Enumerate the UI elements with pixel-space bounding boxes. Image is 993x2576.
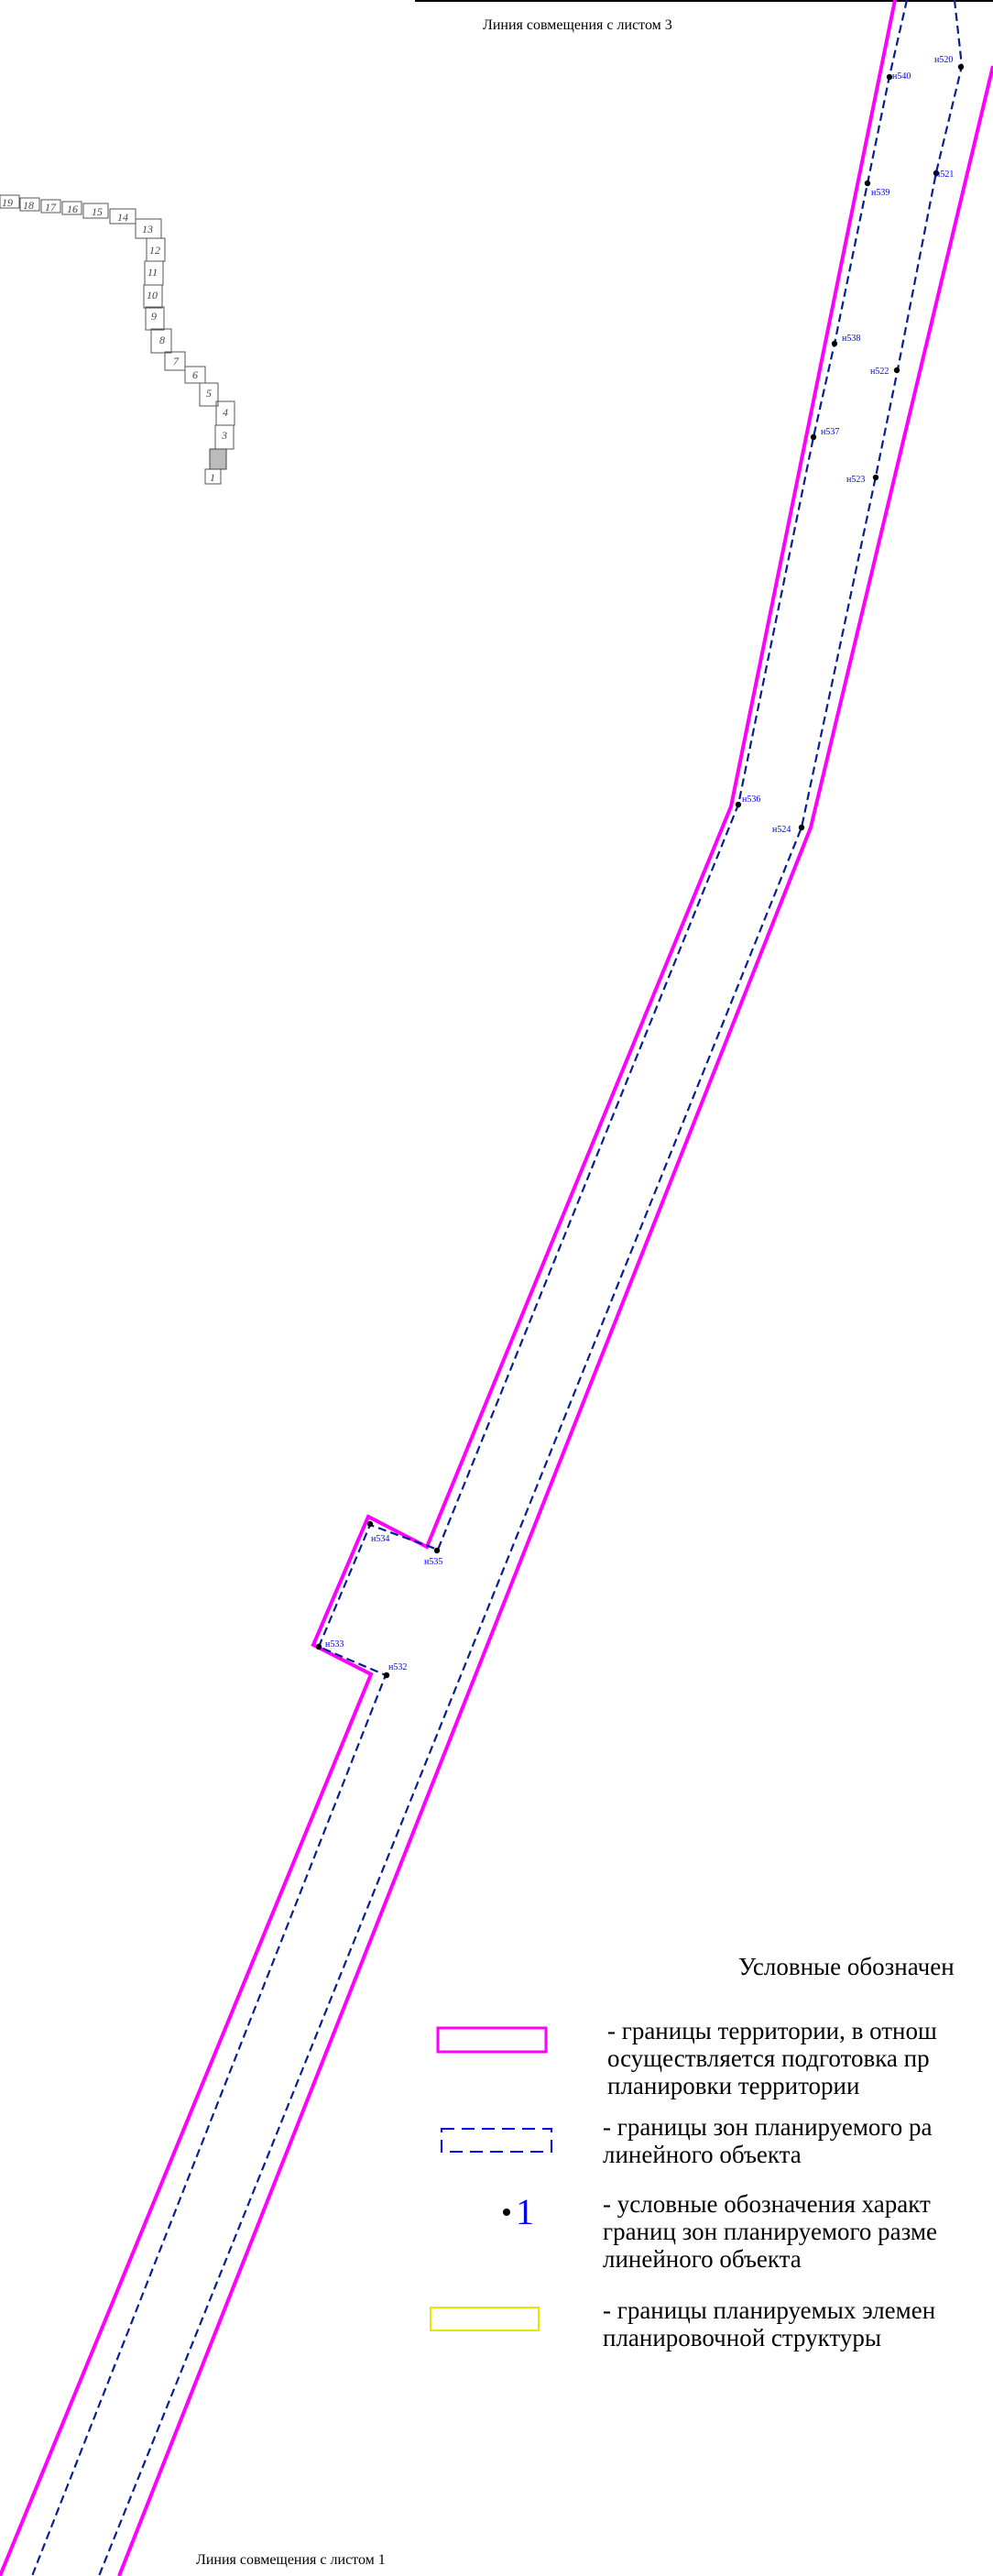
boundary-point-label: н533 xyxy=(325,1639,344,1650)
land-lot-number: 10 xyxy=(147,289,158,301)
land-lot-number: 9 xyxy=(151,310,157,323)
boundary-point-label: н523 xyxy=(846,475,865,485)
land-lot-number: 13 xyxy=(142,223,153,236)
boundary-point-label: н521 xyxy=(935,170,954,180)
land-lot-number: 4 xyxy=(223,406,228,419)
boundary-point-label: н538 xyxy=(842,334,860,344)
boundary-point-marker xyxy=(886,73,893,81)
land-lot-number: 3 xyxy=(221,429,227,442)
legend-zone-symbol xyxy=(441,2128,552,2153)
land-lot-number: 14 xyxy=(117,211,128,224)
land-lot xyxy=(19,197,40,212)
land-lot xyxy=(150,328,172,354)
boundary-point-label: н540 xyxy=(892,71,911,82)
legend-point-symbol xyxy=(503,2209,510,2216)
land-lot-number: 16 xyxy=(67,203,78,215)
land-lot xyxy=(143,284,163,309)
legend-structure-symbol xyxy=(430,2307,540,2331)
boundary-point-marker xyxy=(366,1520,374,1528)
boundary-point-marker xyxy=(810,433,817,441)
legend-territory-symbol xyxy=(436,2026,548,2054)
hatched-parcel xyxy=(209,448,227,470)
legend-point-number: 1 xyxy=(516,2191,534,2232)
boundary-point-marker xyxy=(383,1672,390,1679)
land-lot xyxy=(0,194,20,209)
land-lot-number: 12 xyxy=(149,244,160,257)
boundary-point-label: н522 xyxy=(870,367,889,377)
boundary-point-marker xyxy=(933,170,940,177)
boundary-point-marker xyxy=(315,1643,322,1650)
boundary-point-label: н535 xyxy=(424,1557,442,1567)
boundary-point-marker xyxy=(433,1547,441,1554)
boundary-points: н520 н521 н522 н523 н524 н532 н533 н534 н535 н536… xyxy=(315,55,965,1679)
boundary-point-marker xyxy=(872,474,879,481)
legend-territory-text: - границы территории, в отнош осуществля… xyxy=(607,2017,944,2099)
boundary-point-marker xyxy=(864,180,871,187)
land-lot-number: 17 xyxy=(45,201,57,214)
boundary-point-marker xyxy=(798,824,805,831)
land-lot-number: 11 xyxy=(147,266,158,279)
land-lot-number: 19 xyxy=(2,196,13,209)
legend-title: Условные обозначен xyxy=(738,1953,955,1980)
boundary-point-label: н536 xyxy=(742,795,760,805)
boundary-point-label: н524 xyxy=(772,825,791,835)
boundary-point-marker xyxy=(893,367,900,374)
land-lot-number: 18 xyxy=(23,199,34,212)
land-lot xyxy=(61,201,82,215)
land-lot-number: 15 xyxy=(92,205,103,218)
land-lot xyxy=(199,382,219,407)
land-lot-number: 5 xyxy=(206,387,212,400)
legend-structure-text: - границы планируемых элемен планировочн… xyxy=(603,2296,942,2351)
land-lot xyxy=(145,306,165,331)
sheet-label-top: Линия совмещения с листом 3 xyxy=(483,17,672,33)
boundary-point-label: н534 xyxy=(371,1534,389,1544)
land-lot xyxy=(109,208,136,225)
land-lot-number: 6 xyxy=(192,368,198,381)
land-lot-number: 7 xyxy=(173,355,180,367)
boundary-point-marker xyxy=(735,801,742,808)
land-lot xyxy=(82,203,109,219)
land-lot xyxy=(40,199,61,214)
land-lot-number: 1 xyxy=(210,471,215,484)
boundary-point-marker xyxy=(831,340,838,347)
boundary-point-marker xyxy=(957,63,965,71)
sheet-label-bottom: Линия совмещения с листом 1 xyxy=(196,2552,386,2568)
boundary-point-label: н537 xyxy=(821,427,839,437)
land-lot xyxy=(164,351,186,371)
land-lot xyxy=(184,366,206,384)
boundary-point-label: н520 xyxy=(934,55,953,65)
boundary-point-label: н539 xyxy=(871,188,889,198)
legend: Условные обозначен - границы территории,… xyxy=(430,1953,955,2351)
boundary-point-label: н532 xyxy=(388,1662,407,1672)
legend-zone-text: - границы зон планируемого ра линейного … xyxy=(603,2113,938,2168)
legend-point-text: - условные обозначения характ границ зон… xyxy=(603,2190,944,2273)
land-lot-number: 8 xyxy=(159,334,165,346)
